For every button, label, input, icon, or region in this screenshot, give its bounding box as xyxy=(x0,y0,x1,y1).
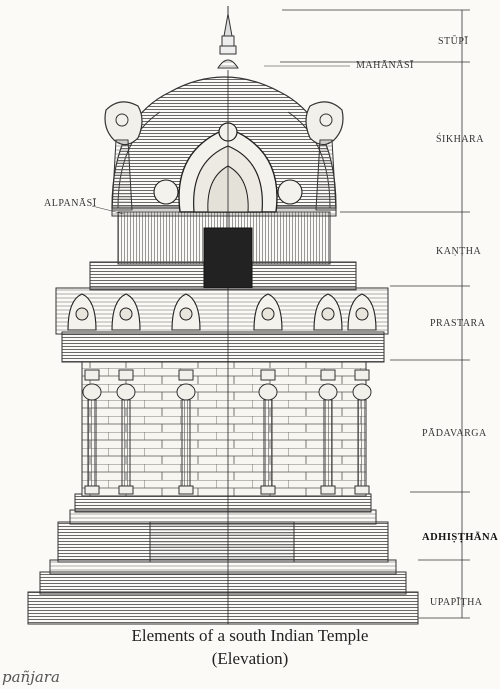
kudu-ornament xyxy=(253,293,283,331)
padavarga-pillars xyxy=(82,369,372,495)
watermark-text: pañjara xyxy=(2,668,60,686)
pillar xyxy=(116,369,136,495)
alpanasi-corner-left xyxy=(104,101,143,211)
level-dimension-lines xyxy=(91,9,470,619)
caption-subtitle: (Elevation) xyxy=(211,649,289,668)
pillar xyxy=(176,369,196,495)
label-alpanasi: ALPANĀSĪ xyxy=(44,198,97,209)
caption-title: Elements of a south Indian Temple xyxy=(131,626,369,645)
kudu-ornament xyxy=(313,293,343,331)
label-adhisthana: ADHIṢṬHĀNA xyxy=(422,532,499,543)
label-kantha: KAṆṬHA xyxy=(436,246,482,257)
adhisthana-plinth xyxy=(57,493,389,563)
alpanasi-corner-right xyxy=(305,101,344,211)
label-mahanasi: MAHĀNĀSĪ xyxy=(356,60,414,71)
upapitha-base xyxy=(27,559,419,625)
label-stupi: STŪPĪ xyxy=(438,36,469,47)
pillar xyxy=(258,369,278,495)
kudu-ornament xyxy=(111,293,141,331)
pillar xyxy=(82,369,102,495)
kudu-ornament xyxy=(171,293,201,331)
prastara-kudu-ornaments xyxy=(67,293,377,331)
label-upapitha: UPAPĪṬHA xyxy=(430,597,483,608)
stupi-finial xyxy=(217,6,239,69)
pillar xyxy=(352,369,372,495)
kudu-ornament xyxy=(347,293,377,331)
label-prastara: PRASTARA xyxy=(430,318,486,329)
label-sikhara: ŚIKHARA xyxy=(436,134,484,145)
kudu-ornament xyxy=(67,293,97,331)
label-padavarga: PĀDAVARGA xyxy=(422,428,487,439)
pillar xyxy=(318,369,338,495)
